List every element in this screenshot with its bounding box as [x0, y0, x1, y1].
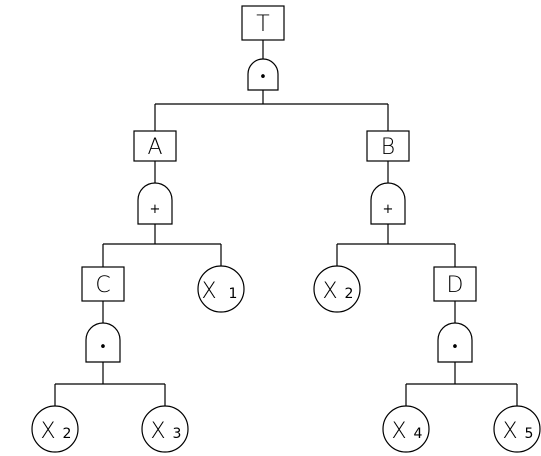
and-gate-C-symbol: • [99, 340, 107, 355]
basic-event-x2-right: X 2 [313, 265, 361, 313]
or-gate-A: + [137, 182, 173, 225]
event-C: C [81, 266, 125, 302]
basic-event-x1: X 1 [197, 265, 245, 313]
basic-event-x4: X 4 [382, 405, 430, 453]
basic-event-x3-sub: 3 [173, 426, 182, 442]
event-T: T [241, 5, 285, 41]
and-gate-D-symbol: • [451, 340, 459, 355]
or-gate-B-symbol: + [383, 202, 394, 217]
basic-event-x2-left: X 2 [31, 405, 79, 453]
event-B: B [366, 130, 410, 162]
and-gate-C: • [85, 322, 121, 363]
basic-event-x4-label: X [391, 419, 406, 444]
basic-event-x2-right-sub: 2 [345, 286, 354, 302]
basic-event-x4-sub: 4 [414, 426, 423, 442]
and-gate-D: • [437, 322, 473, 363]
basic-event-x2-left-label: X [40, 419, 55, 444]
event-D-label: D [447, 273, 464, 298]
and-gate-T: • [247, 58, 279, 91]
basic-event-x5-sub: 5 [525, 426, 534, 442]
basic-event-x3-label: X [150, 419, 165, 444]
event-C-label: C [95, 273, 110, 298]
or-gate-B: + [370, 182, 406, 225]
and-gate-T-symbol: • [259, 70, 267, 85]
basic-event-x5: X 5 [493, 405, 541, 453]
connectors [54, 40, 518, 407]
basic-event-x1-sub: 1 [229, 286, 238, 302]
event-D: D [433, 266, 477, 302]
basic-event-x2-right-label: X [322, 279, 337, 304]
basic-event-x5-label: X [502, 419, 517, 444]
or-gate-A-symbol: + [150, 202, 161, 217]
event-A: A [133, 130, 177, 162]
basic-event-x2-left-sub: 2 [63, 426, 72, 442]
event-T-label: T [256, 12, 269, 37]
basic-event-x1-label: X [201, 279, 216, 304]
event-A-label: A [147, 135, 162, 160]
event-B-label: B [381, 135, 395, 160]
basic-event-x3: X 3 [141, 405, 189, 453]
